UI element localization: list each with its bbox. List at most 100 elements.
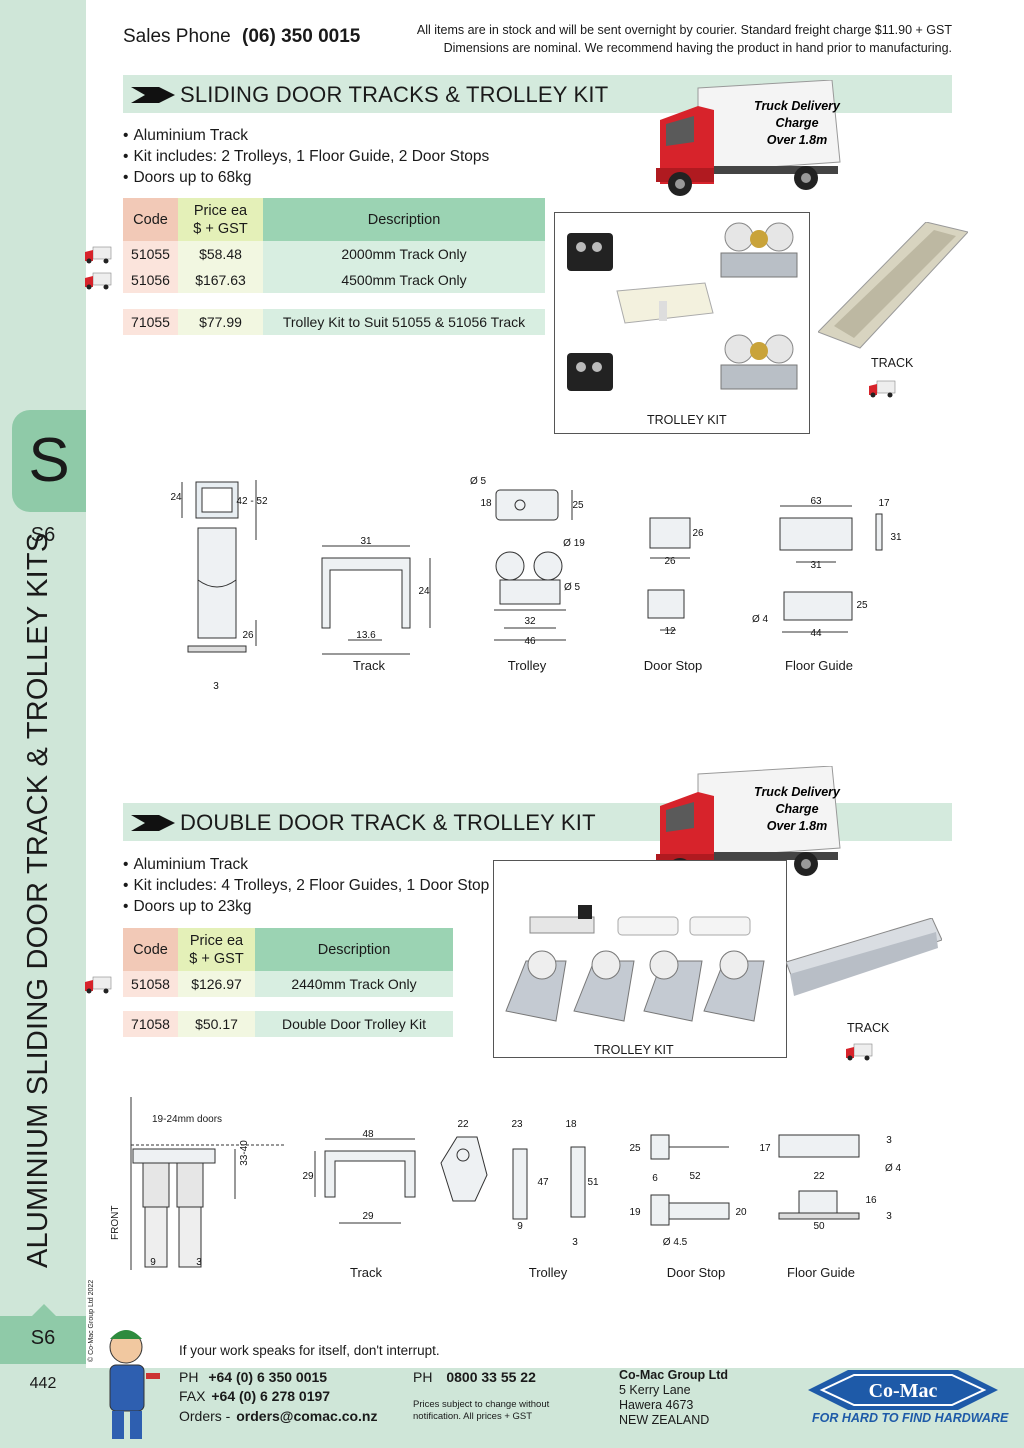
arrow-icon — [131, 87, 175, 103]
svg-text:24: 24 — [170, 492, 182, 503]
svg-text:51: 51 — [587, 1177, 599, 1188]
truck-delivery-icon: Truck Delivery Charge Over 1.8m — [656, 80, 841, 196]
truck-text-2: Charge — [775, 802, 818, 816]
svg-text:52: 52 — [689, 1171, 701, 1182]
trolley-kit-image — [567, 222, 798, 391]
svg-text:22: 22 — [813, 1171, 825, 1182]
footer-ph-number[interactable]: +64 (0) 6 350 0015 — [208, 1369, 328, 1385]
trolley-kit-photo: TROLLEY KIT — [554, 212, 810, 434]
svg-text:26: 26 — [242, 630, 254, 641]
footer-tagline: If your work speaks for itself, don't in… — [179, 1343, 440, 1358]
svg-text:3: 3 — [572, 1237, 578, 1248]
footer-fax-label: FAX — [179, 1388, 206, 1404]
svg-text:Ø 5: Ø 5 — [564, 582, 581, 593]
section-code-bottom: S6 — [30, 1327, 56, 1349]
footer-ph2: PH 0800 33 55 22 — [413, 1369, 536, 1385]
sales-number[interactable]: (06) 350 0015 — [242, 26, 361, 47]
svg-text:25: 25 — [629, 1143, 641, 1154]
vertical-title-wrap: ALUMINIUM SLIDING DOOR TRACK & TROLLEY K… — [22, 533, 66, 1268]
cell-description: 4500mm Track Only — [263, 267, 545, 293]
section-letter: S — [28, 426, 70, 495]
doors-note: 19-24mm doors — [152, 1114, 223, 1125]
cell-price: $167.63 — [178, 267, 263, 293]
svg-text:42 - 52: 42 - 52 — [236, 496, 268, 507]
svg-text:25: 25 — [572, 500, 584, 511]
bullet-item: Kit includes: 2 Trolleys, 1 Floor Guide,… — [123, 146, 489, 167]
truck-text-3: Over 1.8m — [767, 819, 827, 833]
svg-text:29: 29 — [362, 1211, 374, 1222]
svg-text:3: 3 — [196, 1257, 202, 1268]
col-header-price: Price ea $ + GST — [178, 928, 255, 971]
svg-text:18: 18 — [480, 498, 492, 509]
svg-text:33-40: 33-40 — [239, 1140, 250, 1166]
comac-logo: Co-Mac — [808, 1370, 998, 1410]
company-name: Co-Mac Group Ltd — [619, 1368, 729, 1382]
drawing-label-trolley: Trolley — [528, 1265, 568, 1280]
price-header-line1: Price ea — [189, 932, 244, 949]
table-row: 51055 $58.48 2000mm Track Only — [123, 241, 545, 267]
svg-text:47: 47 — [537, 1177, 549, 1188]
footer-prices-note: Prices subject to change without notific… — [413, 1399, 549, 1423]
svg-text:17: 17 — [759, 1143, 771, 1154]
footer-orders-label: Orders - — [179, 1408, 231, 1424]
svg-text:22: 22 — [457, 1119, 469, 1130]
svg-text:26: 26 — [664, 556, 676, 567]
footer-ph2-number[interactable]: 0800 33 55 22 — [446, 1369, 536, 1385]
bullet-item: Doors up to 68kg — [123, 167, 489, 188]
svg-text:32: 32 — [524, 616, 536, 627]
kit-label: TROLLEY KIT — [647, 413, 727, 427]
truck-text-3: Over 1.8m — [767, 133, 827, 147]
bullet-item: Doors up to 23kg — [123, 896, 489, 917]
table-row: 51056 $167.63 4500mm Track Only — [123, 267, 545, 293]
price-header-line2: $ + GST — [189, 950, 244, 967]
truck-small-icon — [869, 380, 896, 398]
track-image — [818, 222, 968, 349]
svg-text:31: 31 — [810, 560, 822, 571]
section-tab — [12, 410, 86, 512]
header-note: All items are in stock and will be sent … — [392, 21, 952, 57]
cell-price: $126.97 — [178, 971, 255, 997]
svg-text:Ø 4: Ø 4 — [752, 614, 769, 625]
svg-text:44: 44 — [810, 628, 822, 639]
front-label: FRONT — [110, 1205, 121, 1240]
page-number: 442 — [29, 1375, 57, 1392]
cell-price: $50.17 — [178, 1011, 255, 1037]
price-header-line1: Price ea — [193, 202, 248, 219]
footer-orders-email[interactable]: orders@comac.co.nz — [236, 1408, 378, 1424]
svg-text:Ø 4: Ø 4 — [885, 1163, 902, 1174]
svg-text:19: 19 — [629, 1207, 641, 1218]
svg-text:Ø 19: Ø 19 — [563, 538, 585, 549]
svg-text:25: 25 — [856, 600, 868, 611]
svg-text:46: 46 — [524, 636, 536, 647]
svg-text:Ø 4.5: Ø 4.5 — [663, 1237, 688, 1248]
footer-ph: PH +64 (0) 6 350 0015 — [179, 1369, 327, 1385]
table-row: 71055 $77.99 Trolley Kit to Suit 51055 &… — [123, 309, 545, 335]
section1-bullets: Aluminium Track Kit includes: 2 Trolleys… — [123, 125, 489, 188]
svg-text:50: 50 — [813, 1221, 825, 1232]
svg-text:20: 20 — [735, 1207, 747, 1218]
svg-text:24: 24 — [418, 586, 430, 597]
col-header-price: Price ea $ + GST — [178, 198, 263, 241]
cell-code: 51055 — [123, 241, 178, 267]
section2-bullets: Aluminium Track Kit includes: 4 Trolleys… — [123, 854, 489, 917]
svg-text:31: 31 — [360, 536, 372, 547]
svg-text:26: 26 — [692, 528, 704, 539]
bottom-tab — [0, 1316, 86, 1364]
address-line: 5 Kerry Lane — [619, 1383, 691, 1397]
footer-fax-number: +64 (0) 6 278 0197 — [211, 1388, 331, 1404]
svg-text:9: 9 — [150, 1257, 156, 1268]
track-label: TRACK — [847, 1021, 890, 1035]
section1-title: SLIDING DOOR TRACKS & TROLLEY KIT — [180, 82, 609, 107]
truck-small-icon — [846, 1043, 873, 1061]
bullet-item: Aluminium Track — [123, 125, 489, 146]
drawing-label-track: Track — [352, 658, 386, 673]
col-header-description: Description — [255, 928, 453, 971]
cell-code: 71058 — [123, 1011, 178, 1037]
section-code-top: S6 — [30, 524, 56, 546]
price-header-line2: $ + GST — [193, 220, 248, 237]
footer-address: Co-Mac Group Ltd 5 Kerry Lane Hawera 467… — [619, 1368, 728, 1428]
svg-text:3: 3 — [886, 1135, 892, 1146]
table-row: 71058 $50.17 Double Door Trolley Kit — [123, 1011, 453, 1037]
sidebar — [0, 0, 86, 1448]
svg-text:13.6: 13.6 — [356, 630, 376, 641]
